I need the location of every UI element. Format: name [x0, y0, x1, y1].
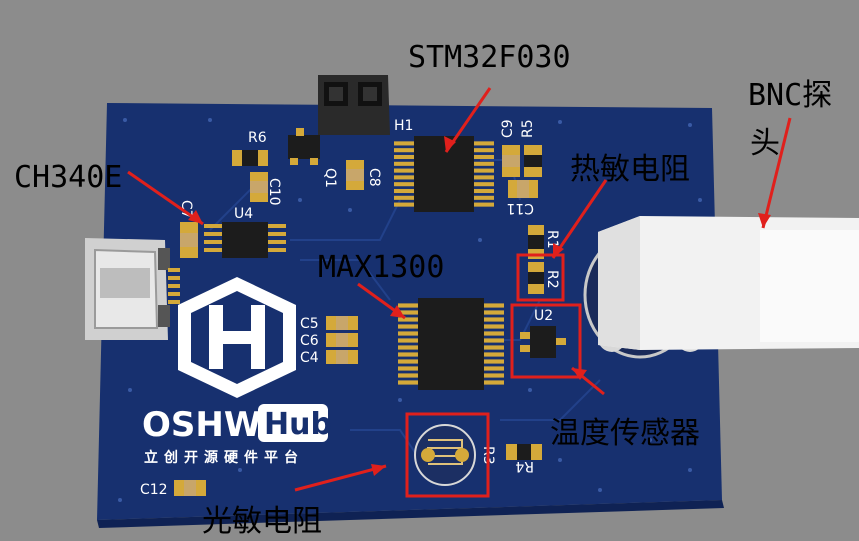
- label-u4: U4: [234, 206, 253, 222]
- arrow-bnc: [761, 117, 792, 229]
- label-q1: Q1: [322, 168, 338, 188]
- label-r5: R5: [520, 119, 536, 138]
- oshwhub-brand: OSHW Hub 立创开源硬件平台: [142, 404, 332, 466]
- q1-transistor: [288, 128, 320, 165]
- thermistor-highlight: [516, 253, 565, 302]
- annotation-arrowheads: [188, 136, 771, 476]
- temp-sensor-highlight: [510, 303, 582, 379]
- c7-capacitor: [180, 222, 198, 258]
- usb-connector: [85, 238, 180, 340]
- c10-capacitor: [250, 172, 268, 202]
- silkscreen-labels: R6 Q1 C8 C10 H1 C9 R5 C11 U4 C7 R1 R2 U2…: [140, 118, 560, 498]
- label-r1: R1: [544, 230, 560, 249]
- label-c12: C12: [140, 482, 168, 498]
- arrow-photoresistor: [294, 464, 387, 492]
- label-c11: C11: [506, 200, 534, 216]
- u4-ch340e-chip: [204, 222, 286, 258]
- c11-capacitor: [508, 180, 538, 198]
- annotation-photoresistor: 光敏电阻: [202, 504, 322, 539]
- highlight-boxes: [405, 253, 582, 498]
- pcb-board-edge: [97, 500, 724, 528]
- photoresistor-highlight: [405, 412, 490, 498]
- label-r2: R2: [544, 270, 560, 289]
- label-r6: R6: [248, 130, 267, 146]
- label-u2: U2: [534, 308, 553, 324]
- annotation-bnc-line1: BNC探: [748, 78, 833, 113]
- annotation-max1300: MAX1300: [318, 250, 445, 285]
- arrow-ch340: [127, 170, 204, 226]
- label-c9: C9: [500, 119, 516, 138]
- oshwhub-logo-icon: [178, 277, 296, 398]
- arrow-thermistor: [551, 179, 608, 259]
- label-c5: C5: [300, 316, 319, 332]
- stm32-chip: [394, 136, 494, 212]
- pin-header: [318, 75, 390, 135]
- c9-r5-passives: [502, 145, 542, 177]
- max1300-chip: [398, 298, 504, 390]
- brand-tagline: 立创开源硬件平台: [144, 449, 304, 466]
- r4-resistor: [506, 444, 542, 460]
- c12-capacitor: [174, 480, 206, 496]
- annotation-bnc-line2: 头: [750, 126, 780, 161]
- label-c8: C8: [366, 168, 382, 187]
- label-h1: H1: [394, 118, 413, 134]
- r6-resistor: [232, 150, 268, 166]
- annotation-temp-sensor: 温度传感器: [550, 416, 700, 451]
- annotation-stm32f030: STM32F030: [408, 40, 571, 75]
- r2-thermistor: [528, 262, 544, 294]
- brand-suffix: Hub: [264, 407, 332, 442]
- annotation-ch340e: CH340E: [14, 160, 123, 195]
- annotation-arrows: [127, 87, 792, 492]
- label-r4: R4: [515, 458, 534, 474]
- c4-c5-c6-capacitors: [326, 316, 358, 364]
- brand-prefix: OSHW: [142, 405, 261, 445]
- c8-capacitor: [346, 160, 364, 190]
- annotation-thermistor: 热敏电阻: [570, 152, 690, 187]
- r3-photoresistor: [414, 424, 476, 486]
- bnc-connector: [583, 216, 859, 359]
- label-c4: C4: [300, 350, 319, 366]
- label-c10: C10: [266, 178, 282, 206]
- label-c6: C6: [300, 333, 319, 349]
- u2-temp-sensor: [520, 326, 566, 358]
